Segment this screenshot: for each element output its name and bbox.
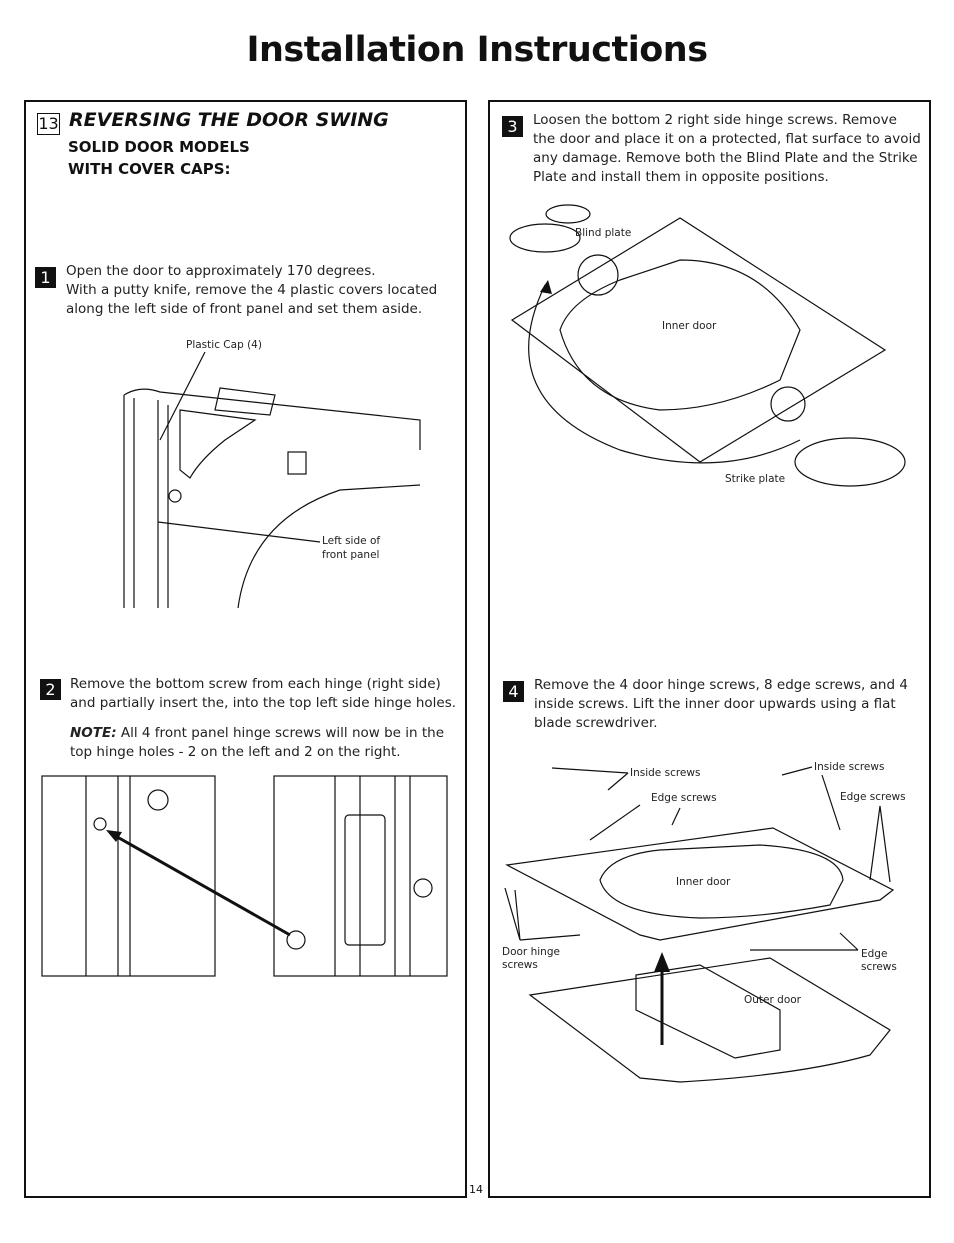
strike-plate-label: Strike plate [725,473,785,485]
text-line: Loosen the bottom 2 right side hinge scr… [533,112,897,128]
text-line: With a putty knife, remove the 4 plastic… [66,282,438,298]
inner-door-label: Inner door [662,320,717,332]
edge-screws-bottom-label-1: Edge [861,948,887,960]
outer-door-label: Outer door [744,994,802,1006]
note-label: NOTE: [70,725,117,741]
edge-screws-right-label: Edge screws [840,791,906,803]
section-subtitle-2: WITH COVER CAPS: [68,160,231,178]
door-hinge-label-1: Door hinge [502,946,560,958]
page-title: Installation Instructions [246,30,708,70]
step-1-text: Open the door to approximately 170 degre… [66,262,437,319]
text-line: Open the door to approximately 170 degre… [66,263,376,279]
left-panel [24,100,467,1198]
text-line: the door and place it on a protected, fl… [533,131,921,147]
section-number: 13 [37,113,60,135]
text-line: any damage. Remove both the Blind Plate … [533,150,918,166]
note-line-1: NOTE: All 4 front panel hinge screws wil… [70,724,456,743]
step-4-badge: 4 [503,681,524,702]
text-line: Remove the bottom screw from each hinge … [70,676,441,692]
text-line: top hinge holes - 2 on the left and 2 on… [70,744,401,760]
section-subtitle-1: SOLID DOOR MODELS [68,138,250,156]
step-4-text: Remove the 4 door hinge screws, 8 edge s… [534,676,908,733]
left-side-label-1: Left side of [322,535,380,547]
text-line: and partially insert the, into the top l… [70,695,457,711]
text-line: Plate and install them in opposite posit… [533,169,829,185]
step-2-badge: 2 [40,679,61,700]
plastic-cap-label: Plastic Cap (4) [186,339,262,351]
page-number: 14 [469,1183,483,1196]
inside-screws-left-label: Inside screws [630,767,700,779]
inside-screws-right-label: Inside screws [814,761,884,773]
step-3-text: Loosen the bottom 2 right side hinge scr… [533,111,921,187]
edge-screws-bottom-label-2: screws [861,961,897,973]
edge-screws-left-label: Edge screws [651,792,717,804]
left-side-label-2: front panel [322,549,379,561]
text-line: along the left side of front panel and s… [66,301,423,317]
step-3-badge: 3 [502,116,523,137]
text-line: All 4 front panel hinge screws will now … [116,725,445,741]
text-line: inside screws. Lift the inner door upwar… [534,696,896,712]
step-1-badge: 1 [35,267,56,288]
inner-door-label-4: Inner door [676,876,731,888]
text-line: Remove the 4 door hinge screws, 8 edge s… [534,677,908,693]
step-2-text: Remove the bottom screw from each hinge … [70,675,456,762]
door-hinge-label-2: screws [502,959,538,971]
blind-plate-label: Blind plate [575,227,631,239]
section-title: REVERSING THE DOOR SWING [69,109,389,131]
right-panel [488,100,931,1198]
text-line: blade screwdriver. [534,715,658,731]
